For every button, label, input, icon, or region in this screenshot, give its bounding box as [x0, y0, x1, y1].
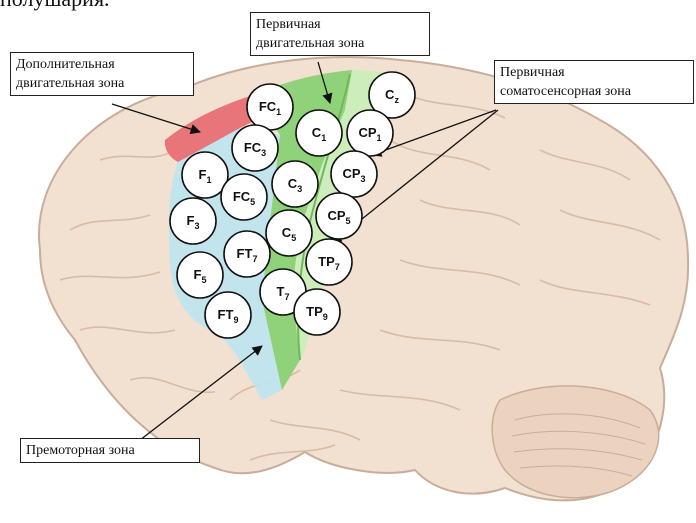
electrode-fc3: FC3 [232, 125, 278, 171]
electrode-tp7: TP7 [306, 239, 352, 285]
electrode-cp3: CP3 [331, 151, 377, 197]
label-primary-motor-zone: Первичная двигательная зона [250, 12, 430, 56]
electrode-ft9: FT9 [205, 292, 251, 338]
electrode-fc1: FC1 [247, 84, 293, 130]
label-somatosensory-zone: Первичная соматосенсорная зона [494, 60, 694, 104]
electrode-cp1: CP1 [347, 110, 393, 156]
label-somatosensory-line2: соматосенсорная зона [500, 82, 688, 101]
label-supplementary-zone: Дополнительная двигательная зона [10, 52, 194, 96]
label-supplementary-line2: двигательная зона [16, 74, 188, 93]
label-supplementary-line1: Дополнительная [16, 55, 188, 74]
heading-fragment: полушария. [0, 0, 110, 12]
label-premotor-zone: Премоторная зона [20, 438, 200, 463]
electrode-f5: F5 [177, 252, 223, 298]
electrode-ft7: FT7 [224, 231, 270, 277]
cerebellum [492, 386, 659, 498]
electrode-tp9: TP9 [294, 289, 340, 335]
label-somatosensory-line1: Первичная [500, 63, 688, 82]
label-primary-motor-line2: двигательная зона [256, 34, 424, 53]
electrode-c1: C1 [296, 110, 342, 156]
electrode-cp5: CP5 [316, 193, 362, 239]
electrode-fc5: FC5 [221, 174, 267, 220]
electrode-c5: C5 [266, 210, 312, 256]
electrode-c3: C3 [272, 161, 318, 207]
label-premotor-line1: Премоторная зона [26, 441, 194, 460]
electrode-f3: F3 [170, 198, 216, 244]
label-primary-motor-line1: Первичная [256, 15, 424, 34]
